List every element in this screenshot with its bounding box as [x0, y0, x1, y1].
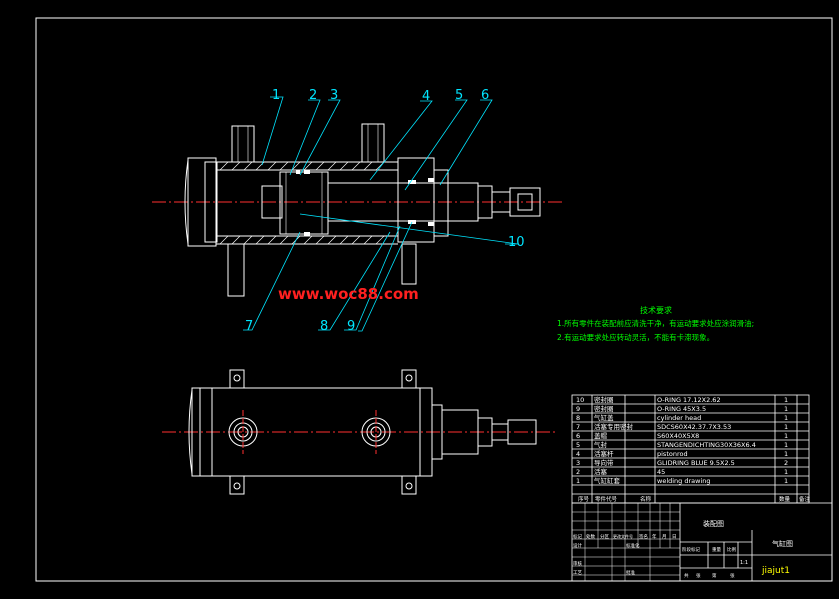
tb-approve: 批准 — [626, 569, 635, 576]
elevation-view — [162, 369, 558, 495]
bom-row-qty: 1 — [784, 396, 788, 404]
drawing-border — [35, 17, 833, 582]
section-leaders — [243, 96, 519, 332]
title-block — [571, 502, 833, 582]
tb-count: 处数 — [586, 533, 595, 540]
tb-sheet2: 张 — [730, 572, 735, 579]
tb-sheet1: 张 — [696, 572, 701, 579]
bom-row-qty: 1 — [784, 450, 788, 458]
tech-line-1: 1.所有零件在装配前应清洗干净，有运动要求处应涂润滑油; — [557, 318, 754, 328]
tb-stage: 阶段标记 — [682, 546, 700, 553]
bom-row-qty: 1 — [784, 414, 788, 422]
bom-row-spec: GLIDRING BLUE 9.5X2.5 — [657, 459, 735, 467]
tb-mark: 标记 — [573, 533, 582, 540]
bom-row-no: 8 — [576, 414, 580, 422]
balloon-9: 9 — [347, 319, 355, 334]
tb-scale: 比例 — [727, 546, 736, 553]
bom-row-name: 活塞杆 — [594, 449, 614, 458]
section-view — [152, 123, 562, 297]
tb-standard: 标准化 — [626, 542, 640, 549]
bom-row-qty: 1 — [784, 468, 788, 476]
tb-process: 工艺 — [573, 570, 582, 576]
bom-header-remark: 备注 — [799, 495, 811, 503]
bom-row-name: 导向带 — [594, 458, 614, 467]
bom-row-name: 密封圈 — [594, 395, 614, 404]
balloon-7: 7 — [245, 319, 253, 334]
bom-row-name: 气缸缸套 — [594, 476, 621, 485]
technical-requirements: 技术要求 1.所有零件在装配前应清洗干净，有运动要求处应涂润滑油; 2.有运动要… — [557, 305, 754, 342]
balloon-3: 3 — [330, 88, 338, 103]
bom-row-name: 活塞 — [594, 467, 608, 476]
bom-row-name: 气封 — [594, 440, 608, 449]
bom-rows: 10 密封圈 O-RING 17.12X2.62 1 9 密封圈 O-RING 45X3.5… — [576, 395, 788, 485]
bom-row-name: 活塞专用密封 — [594, 422, 634, 431]
bom-row-qty: 1 — [784, 405, 788, 413]
bom-row-no: 1 — [576, 477, 580, 485]
tb-design: 设计 — [573, 542, 582, 549]
bom-row-no: 3 — [576, 459, 580, 467]
tb-sign: 签名 — [639, 533, 648, 540]
bom-row-spec: pistonrod — [657, 450, 688, 458]
bom-row-spec: O-RING 45X3.5 — [657, 405, 706, 413]
drawing-code: jiajut1 — [761, 566, 790, 576]
bom-row-name: 密封圈 — [594, 404, 614, 413]
bom-header-code: 零件代号 — [595, 495, 618, 503]
balloon-labels: 1 2 3 4 5 6 7 8 9 10 — [245, 88, 525, 334]
balloon-8: 8 — [320, 319, 328, 334]
balloon-1: 1 — [272, 88, 280, 103]
drawing-type: 装配图 — [703, 519, 724, 528]
tb-day: 日 — [672, 534, 677, 540]
tech-title: 技术要求 — [640, 305, 672, 315]
bom-row-name: 气缸盖 — [594, 413, 614, 422]
bom-row-spec: 45 — [657, 468, 665, 476]
tb-weight: 重量 — [712, 546, 721, 553]
bom-table — [571, 394, 810, 504]
bom-row-name: 盖帽 — [594, 431, 608, 440]
tb-month: 月 — [662, 534, 667, 540]
tb-review: 审核 — [573, 560, 582, 567]
tech-line-2: 2.有运动要求处应转动灵活，不能有卡滞现象。 — [557, 332, 714, 342]
tb-change: 更改文件号 — [613, 533, 633, 539]
bom-row-no: 7 — [576, 423, 580, 431]
balloon-5: 5 — [455, 88, 463, 103]
tb-no: 第 — [712, 572, 717, 579]
tb-total: 共 — [684, 572, 689, 579]
bom-row-no: 6 — [576, 432, 580, 440]
bom-row-qty: 1 — [784, 441, 788, 449]
bom-header-name: 名称 — [640, 495, 652, 503]
balloon-10: 10 — [508, 235, 525, 250]
bom-row-no: 9 — [576, 405, 580, 413]
watermark: www.woc88.com — [278, 285, 419, 303]
bom-row-spec: welding drawing — [657, 477, 711, 485]
part-name: 气缸图 — [772, 539, 793, 548]
balloon-4: 4 — [422, 89, 430, 104]
bom-row-spec: SDCS60X42.37.7X3.53 — [657, 423, 731, 431]
bom-row-spec: cylinder head — [657, 414, 701, 422]
bom-header-qty: 数量 — [779, 495, 791, 503]
bom-header-no: 序号 — [578, 495, 590, 503]
balloon-6: 6 — [481, 88, 489, 103]
bom-row-no: 4 — [576, 450, 580, 458]
bom-row-no: 10 — [576, 396, 584, 404]
bom-row-no: 2 — [576, 468, 580, 476]
bom-header: 序号 零件代号 名称 数量 备注 — [578, 495, 811, 503]
bom-row-no: 5 — [576, 441, 580, 449]
bom-row-spec: O-RING 17.12X2.62 — [657, 396, 721, 404]
tb-year: 年 — [652, 533, 657, 540]
bom-row-qty: 1 — [784, 423, 788, 431]
balloon-2: 2 — [309, 88, 317, 103]
bom-row-spec: STANGENDICHTING30X36X6.4 — [657, 441, 756, 449]
tb-ratio: 1:1 — [740, 560, 748, 566]
tb-zone: 分区 — [600, 533, 609, 540]
bom-row-spec: S60X40X5X8 — [657, 432, 699, 440]
bom-row-qty: 1 — [784, 477, 788, 485]
bom-row-qty: 1 — [784, 432, 788, 440]
bom-row-qty: 2 — [784, 459, 788, 467]
title-block-text: 装配图 气缸图 jiajut1 标记 处数 分区 更改文件号 签名 年 月 日 … — [573, 519, 793, 579]
